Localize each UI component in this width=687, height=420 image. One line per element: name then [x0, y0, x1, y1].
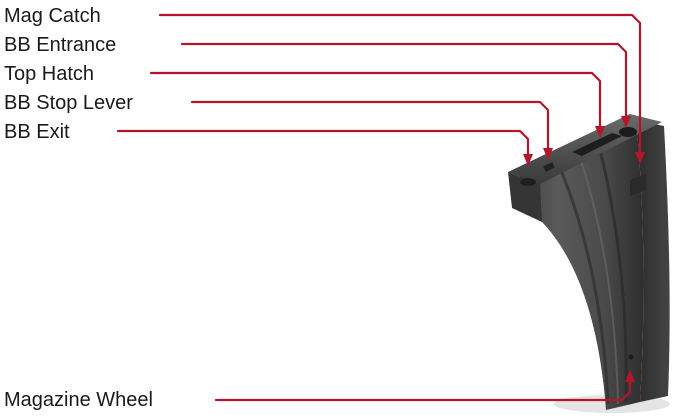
bb-entrance-knob	[619, 127, 637, 137]
magazine-illustration	[508, 114, 670, 413]
bb-exit-port	[520, 178, 536, 186]
leader-line-top-hatch	[151, 73, 600, 128]
label-bb-stop-lever: BB Stop Lever	[4, 92, 133, 114]
magazine-wheel-hole	[629, 355, 634, 360]
leader-line-mag-catch	[160, 15, 640, 154]
leader-line-magazine-wheel	[216, 381, 630, 400]
leader-line-bb-exit	[118, 131, 528, 156]
label-top-hatch: Top Hatch	[4, 63, 94, 85]
leader-line-bb-stop-lever	[192, 102, 548, 150]
label-magazine-wheel: Magazine Wheel	[4, 389, 153, 411]
label-bb-entrance: BB Entrance	[4, 34, 116, 56]
label-mag-catch: Mag Catch	[4, 5, 101, 27]
leader-line-bb-entrance	[182, 44, 626, 118]
label-bb-exit: BB Exit	[4, 121, 70, 143]
